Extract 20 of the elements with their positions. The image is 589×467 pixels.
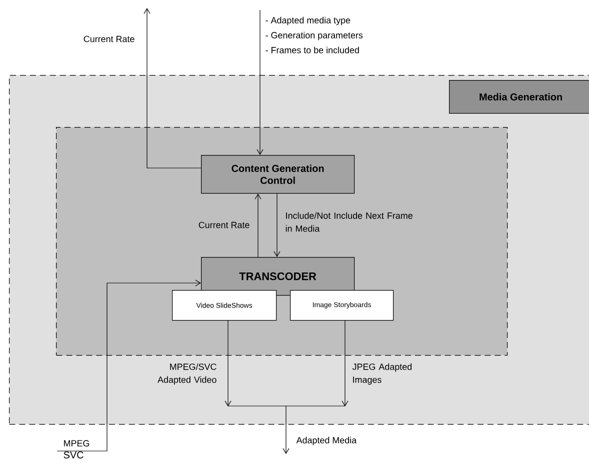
note-text: - Adapted media type: [266, 16, 350, 26]
output-label: Adapted Media: [296, 436, 357, 446]
edge-label: JPEG Adapted Images: [352, 363, 412, 385]
note-text: - Generation parameters: [266, 32, 363, 40]
arrow: [228, 406, 346, 454]
note-text: - Frames to be included: [266, 46, 359, 54]
arrow: [274, 193, 280, 257]
arrow: [254, 194, 262, 258]
title-box: Media Generation: [449, 80, 589, 114]
edge-label: MPEG/SVC Adapted Video: [158, 363, 216, 385]
arrow: [224, 320, 232, 407]
edge-label: Include/Not Include Next Frame in Media: [286, 212, 412, 232]
process-box: Content Generation Control: [201, 154, 355, 194]
input-label: MPEG SVC: [64, 440, 90, 458]
arrow: [342, 320, 348, 407]
arrow: [56, 280, 201, 452]
arrow: [144, 8, 202, 168]
edge-label: Current Rate: [198, 222, 250, 228]
edge-label: Current Rate: [84, 36, 134, 42]
arrow: [256, 10, 264, 155]
